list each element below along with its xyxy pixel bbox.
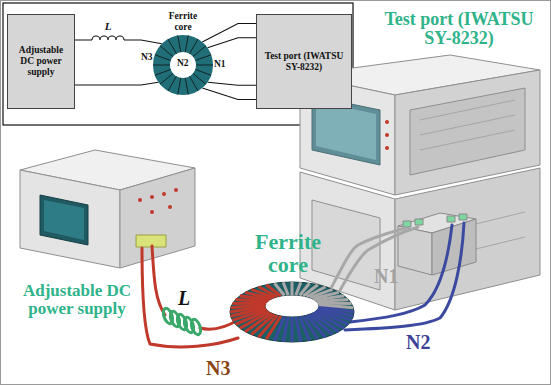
core-winding (193, 46, 206, 57)
core-winding (193, 73, 206, 84)
core-winding (178, 78, 181, 95)
wire (208, 82, 256, 85)
winding-stroke (317, 300, 349, 302)
box-label: Adjustable DC power supply (8, 45, 74, 78)
wire (75, 82, 158, 85)
core-winding (153, 65, 170, 66)
test-port-box: Test port (IWATSU SY-8232) (256, 14, 352, 109)
core-winding (160, 73, 173, 84)
core-heading: Ferrite core (161, 11, 205, 33)
wire (208, 38, 256, 48)
core-winding (160, 46, 173, 57)
inductor-coil (162, 307, 203, 336)
core-winding (185, 78, 188, 95)
winding-stroke (283, 282, 288, 295)
wire (202, 24, 256, 43)
core-winding (185, 35, 188, 52)
winding-label: N2 (406, 332, 430, 353)
inductor-label: L (178, 288, 190, 309)
core-winding (196, 65, 213, 66)
wire (202, 88, 256, 100)
core-winding (168, 39, 177, 54)
instrument-label: Test port (IWATSU SY-8232) (374, 10, 544, 48)
inductor-label: L (105, 21, 112, 33)
core-winding (190, 76, 199, 91)
winding-stroke (291, 282, 294, 295)
inset-frame (3, 3, 353, 125)
inductor-symbol (92, 36, 124, 42)
wires (142, 223, 464, 347)
winding-label: N3 (206, 358, 230, 379)
core-winding (178, 35, 181, 52)
core-winding (195, 55, 211, 61)
power-supply-box: Adjustable DC power supply (7, 14, 75, 109)
winding-label: N1 (214, 60, 226, 70)
core-winding (155, 69, 171, 75)
supply-label: Adjustable DC power supply (12, 282, 142, 318)
winding-stroke (319, 304, 354, 307)
core-label: Ferrite core (236, 230, 340, 276)
ferrite-core (230, 282, 354, 342)
core-windings (230, 282, 354, 342)
winding-label: N1 (374, 266, 398, 287)
winding-label: N2 (177, 59, 189, 69)
winding-label: N3 (141, 53, 153, 63)
core-winding (195, 69, 211, 75)
winding-stroke (296, 317, 301, 342)
core-winding (168, 76, 177, 91)
winding-stroke (291, 317, 294, 342)
core-winding (155, 55, 171, 61)
core-winding (190, 39, 199, 54)
dc-power-supply (20, 150, 195, 268)
box-label: Test port (IWATSU SY-8232) (257, 51, 351, 73)
